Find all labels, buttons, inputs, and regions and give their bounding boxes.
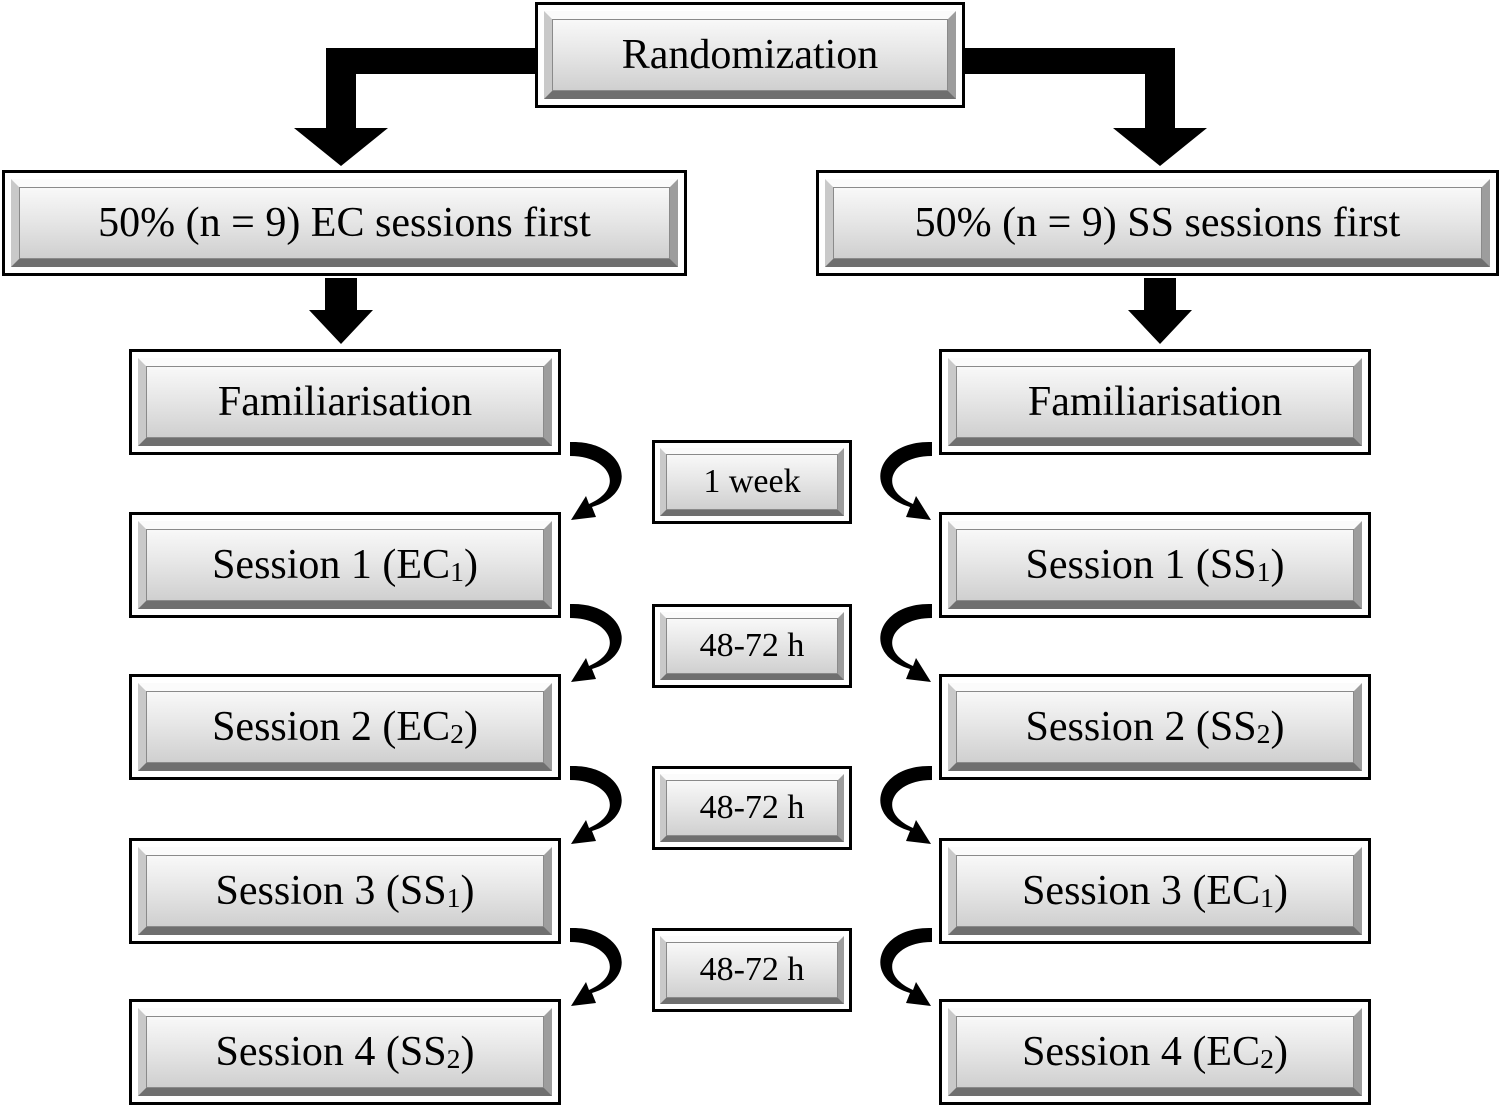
arrow-to-left-familiarisation: [309, 278, 373, 344]
right-curved-arrow-2: [880, 603, 932, 682]
left-familiarisation-label: Familiarisation: [138, 358, 552, 446]
arrow-to-ss-group: [965, 48, 1207, 166]
right-curved-arrow-4: [880, 927, 932, 1006]
right-familiarisation-label: Familiarisation: [948, 358, 1362, 446]
randomization-label: Randomization: [544, 11, 956, 99]
left-curved-arrow-4: [570, 927, 622, 1006]
ec-first-group-label: 50% (n = 9) EC sessions first: [11, 179, 678, 267]
left-curved-arrow-3: [570, 765, 622, 844]
left-curved-arrow-2: [570, 603, 622, 682]
interval-box-1: 1 week: [652, 440, 852, 524]
interval-box-3: 48-72 h: [652, 766, 852, 850]
right-curved-arrow-1: [880, 441, 932, 520]
ec-first-group-box: 50% (n = 9) EC sessions first: [2, 170, 687, 276]
interval-box-2: 48-72 h: [652, 604, 852, 688]
interval-label-1: 1 week: [660, 448, 844, 516]
interval-label-3: 48-72 h: [660, 774, 844, 842]
left-curved-arrow-1: [570, 441, 622, 520]
arrow-to-right-familiarisation: [1128, 278, 1192, 344]
right-curved-arrow-3: [880, 765, 932, 844]
interval-label-2: 48-72 h: [660, 612, 844, 680]
right-familiarisation-box: Familiarisation: [939, 349, 1371, 455]
ss-first-group-box: 50% (n = 9) SS sessions first: [816, 170, 1499, 276]
arrow-to-ec-group: [294, 48, 535, 166]
interval-box-4: 48-72 h: [652, 928, 852, 1012]
randomization-box: Randomization: [535, 2, 965, 108]
ss-first-group-label: 50% (n = 9) SS sessions first: [825, 179, 1490, 267]
interval-label-4: 48-72 h: [660, 936, 844, 1004]
left-familiarisation-box: Familiarisation: [129, 349, 561, 455]
